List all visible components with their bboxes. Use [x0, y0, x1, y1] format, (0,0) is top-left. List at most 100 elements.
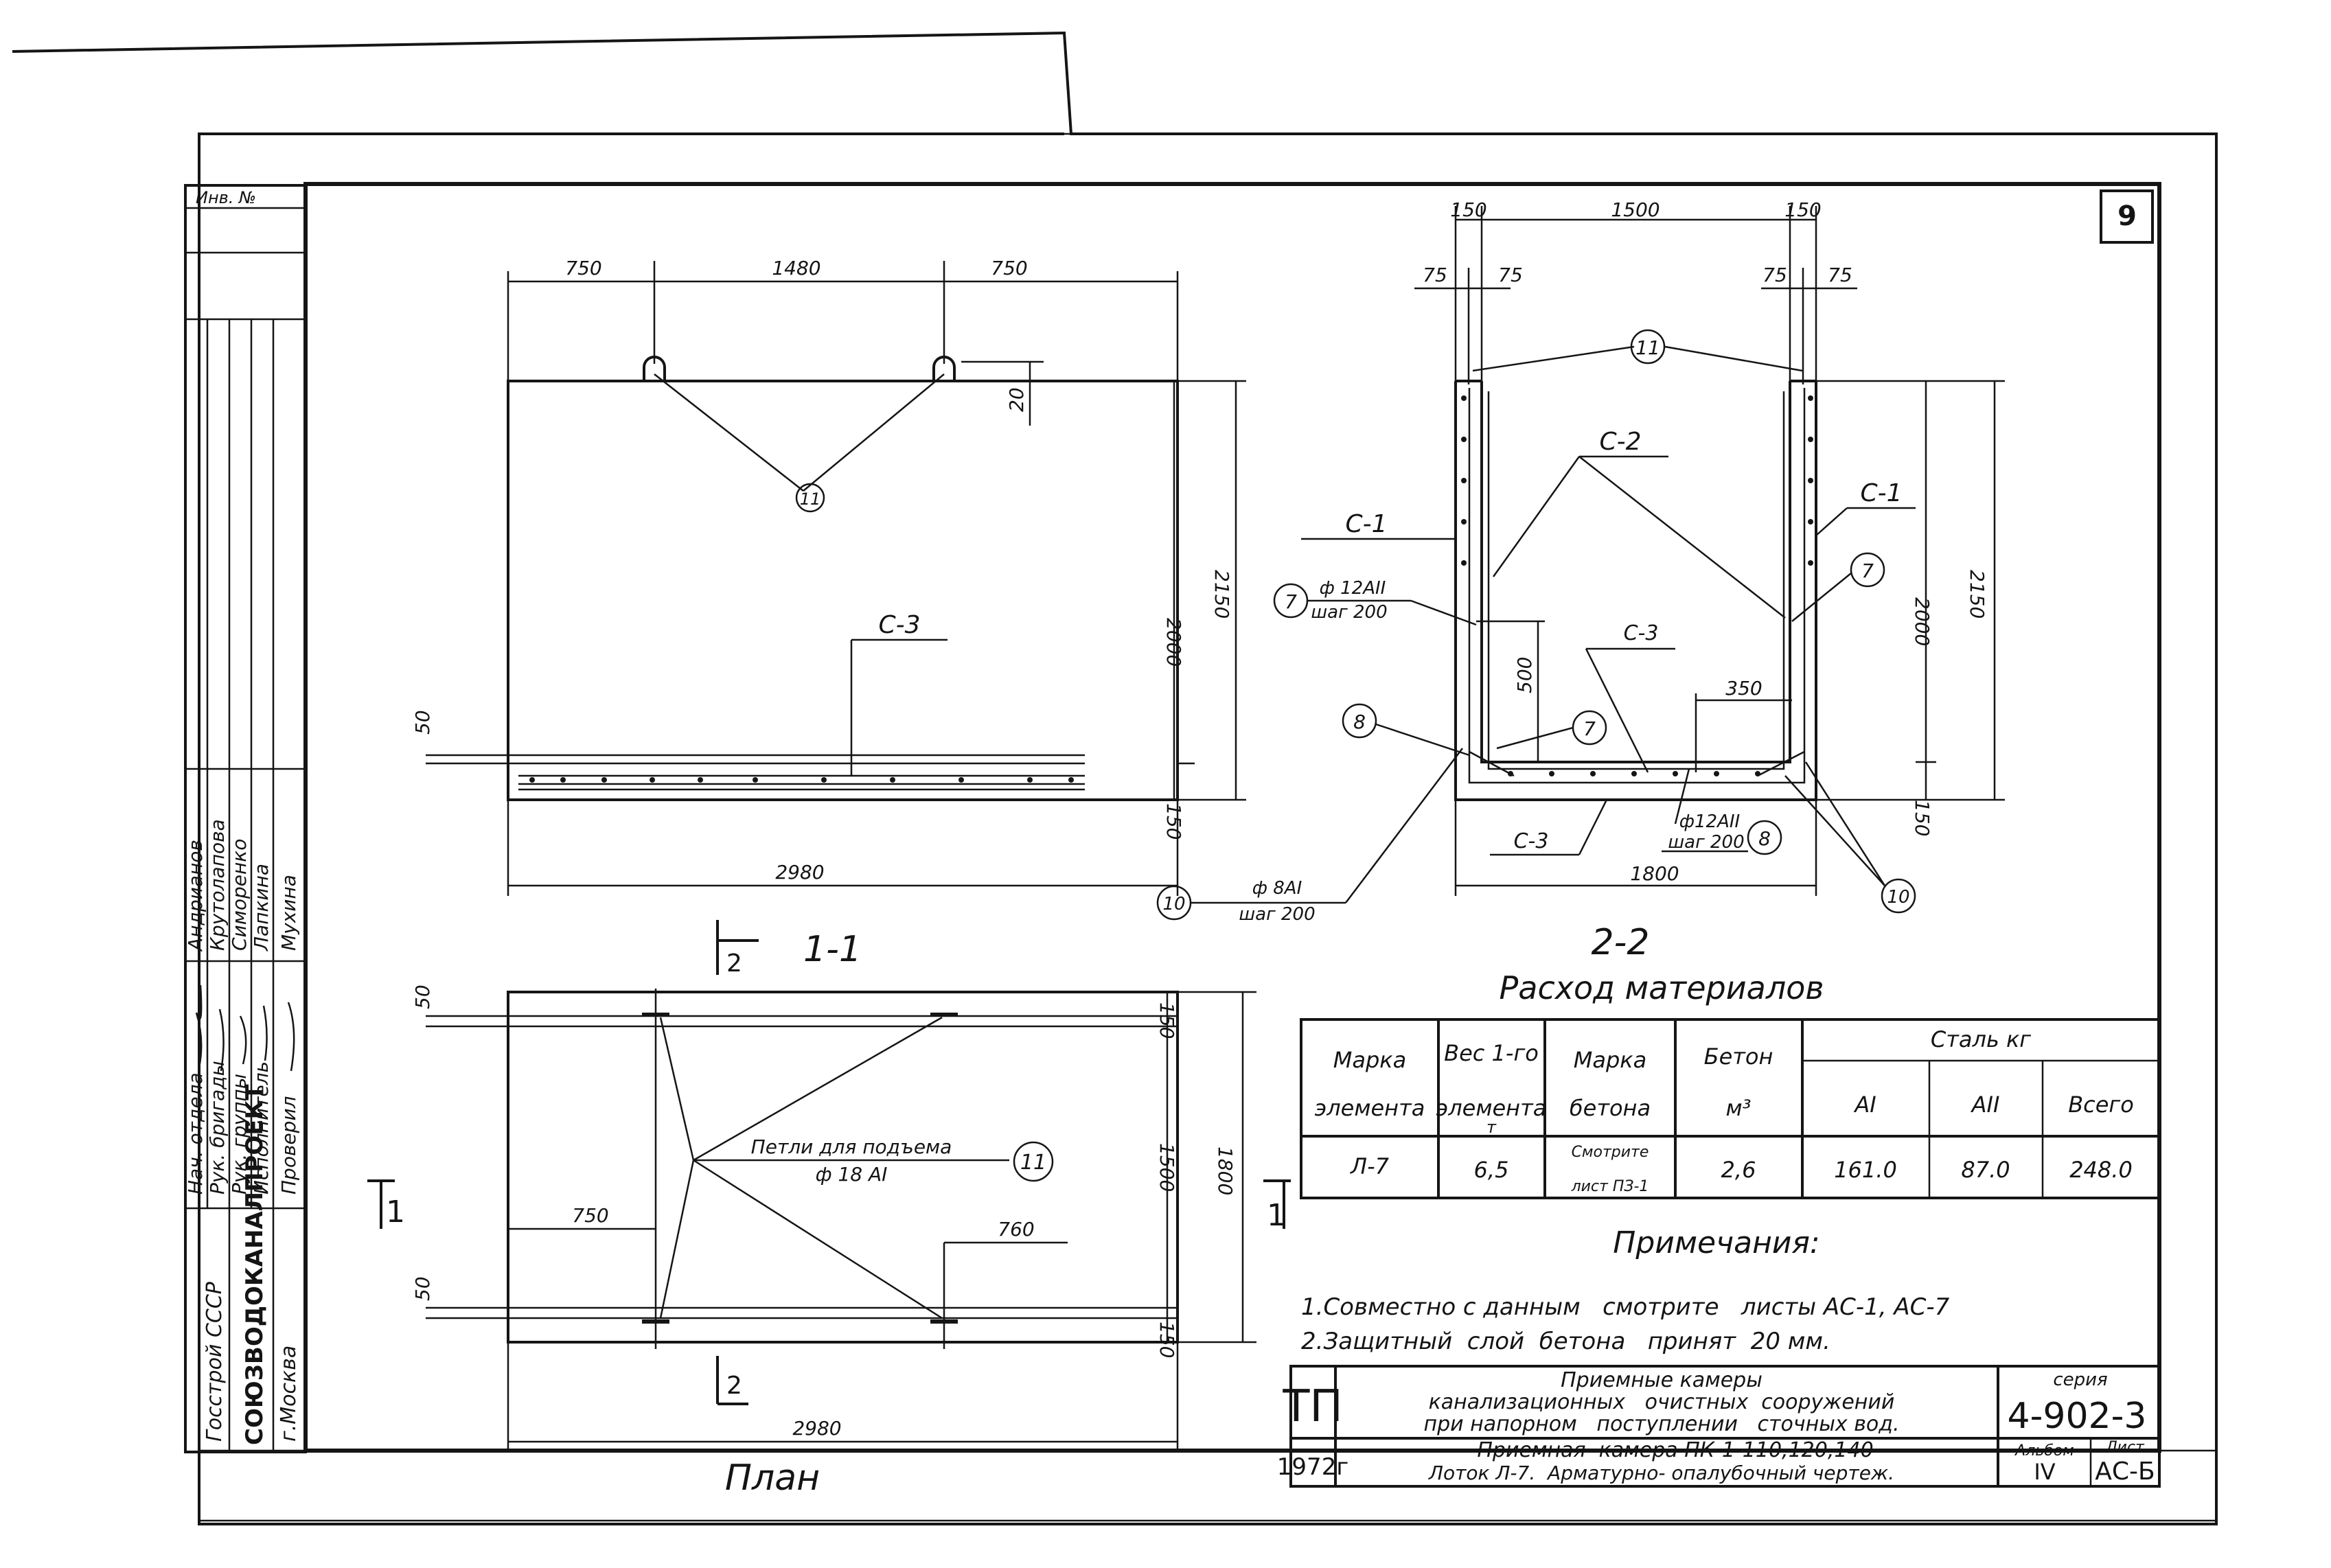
section-title-2-2: 2-2 [1592, 922, 1650, 963]
sheet-number-box: 9 [2100, 189, 2154, 244]
dim-2-2-sub-1: 75 [1423, 264, 1447, 286]
role-2: Рук. бригады [206, 1061, 229, 1195]
sheet-number: 9 [2117, 200, 2137, 232]
dim-plan-right-1: 150 [1156, 1002, 1178, 1039]
dim-plan-right-2: 1500 [1156, 1143, 1178, 1192]
circle-11-2-2-label: 11 [1635, 336, 1660, 359]
note-2: 2.Защитный слой бетона принят 20 мм. [1301, 1328, 1830, 1355]
sheet-line-1: Приемная камера ПК-1-110,120,140 [1477, 1438, 1873, 1462]
circle-8-left-label: 8 [1353, 711, 1366, 733]
dim-plan-total: 1800 [1214, 1146, 1237, 1195]
role-5: Проверил [277, 1096, 300, 1195]
marker-1-right: 1 [1267, 1198, 1286, 1233]
c1-left: С-1 [1345, 510, 1387, 538]
dim-2-2-sub-4: 75 [1828, 264, 1852, 286]
notes-block: Примечания: 1.Совместно с данным смотрит… [1301, 1225, 1950, 1355]
institute: СОЮЗВОДОКАНАЛПРОЕКТ [241, 1084, 268, 1445]
dim-plan-50-bottom: 50 [411, 1276, 434, 1301]
circle-8-right [1747, 820, 1782, 855]
dim-top-1: 750 [565, 257, 601, 279]
hdr-conc-mark-2: бетона [1570, 1095, 1651, 1121]
circle-10-right-label: 10 [1887, 887, 1909, 908]
dim-2-2-right-2: 2150 [1966, 570, 1988, 619]
row-conc-mark-1: Смотрите [1572, 1144, 1649, 1161]
circle-7-right-label: 7 [1861, 560, 1874, 582]
dim-width-plan: 2980 [792, 1417, 841, 1440]
dim-2-2-sub-2: 75 [1498, 264, 1523, 286]
sheet-label: Лист [2105, 1439, 2145, 1456]
year: 1972г [1277, 1453, 1348, 1481]
plan-title: План [725, 1457, 820, 1499]
name-5: Мухина [277, 875, 300, 951]
hdr-conc-mark-1: Марка [1574, 1047, 1646, 1073]
plan-view: Петли для подъема ф 18 AI 11 750 760 50 … [367, 984, 1291, 1499]
album-value: IV [2034, 1459, 2055, 1485]
circle-7-mid-label: 7 [1583, 717, 1596, 740]
dim-right-2: 2150 [1210, 570, 1233, 619]
c1-right: С-1 [1860, 479, 1902, 507]
circle-7-right [1850, 552, 1885, 588]
hdr-total: Всего [2068, 1092, 2134, 1118]
marker-2-bottom: 2 [726, 1372, 742, 1400]
section-title-1-1: 1-1 [803, 929, 862, 970]
rebar-10-step: шаг 200 [1239, 904, 1315, 925]
dim-500: 500 [1513, 657, 1536, 693]
hdr-weight-2: элемента [1436, 1095, 1547, 1121]
sheet-value: АС-Б [2095, 1457, 2155, 1486]
notes-title: Примечания: [1613, 1225, 1820, 1260]
hdr-ai: AI [1853, 1092, 1876, 1118]
dim-2-2-top-1: 150 [1450, 198, 1486, 221]
circle-7-left-label: 7 [1285, 590, 1297, 613]
title-block: ТП 1972г Приемные камеры канализационных… [1277, 1365, 2161, 1488]
name-4: Лапкина [250, 864, 273, 952]
loops-rebar: ф 18 AI [816, 1163, 888, 1186]
c3-mid: С-3 [1624, 621, 1659, 645]
rebar-dots-2-2 [1461, 395, 1813, 776]
dim-plan-right-3: 150 [1156, 1322, 1178, 1358]
name-1: Андрианов [184, 840, 207, 952]
tp-logo: ТП [1282, 1381, 1342, 1432]
dim-width-2-2: 1800 [1630, 862, 1679, 885]
role-1: Нач. отдела [184, 1072, 207, 1195]
row-concrete: 2,6 [1721, 1157, 1756, 1183]
series-label: серия [2053, 1370, 2107, 1390]
row-ai: 161.0 [1834, 1157, 1897, 1183]
role-4: Исполнитель [250, 1061, 273, 1195]
loops-label: Петли для подъема [751, 1135, 952, 1158]
album-label: Альбом [2014, 1442, 2074, 1460]
dim-small-50: 50 [411, 710, 434, 735]
dim-top-3: 750 [991, 257, 1027, 279]
hdr-concrete: Бетон [1704, 1044, 1773, 1070]
circle-11-2-2 [1630, 329, 1666, 365]
circle-11-plan [1013, 1141, 1054, 1182]
project-line-1: Приемные камеры [1561, 1368, 1762, 1392]
rebar-8-label: ф12AII [1679, 811, 1740, 832]
hdr-mark-1: Марка [1333, 1047, 1406, 1073]
row-conc-mark-2: лист ПЗ-1 [1571, 1178, 1649, 1195]
row-weight: 6,5 [1474, 1157, 1509, 1183]
dim-760: 760 [998, 1218, 1034, 1241]
section-2-2: 150 1500 150 75 75 75 75 11 2000 2150 15… [1156, 198, 2005, 963]
dim-2-2-top-3: 150 [1784, 198, 1821, 221]
dim-top-2: 1480 [772, 257, 820, 279]
circle-11-plan-label: 11 [1020, 1151, 1046, 1175]
marker-1-left: 1 [386, 1195, 405, 1230]
name-3: Симоренко [228, 839, 251, 951]
section-marker-1-1: 2 [726, 949, 742, 978]
project-line-2: канализационных очистных сооружений [1429, 1390, 1895, 1414]
dim-width-1-1: 2980 [775, 861, 824, 884]
series-value: 4-902-3 [2008, 1396, 2147, 1437]
hdr-weight-1: Вес 1-го [1444, 1040, 1539, 1066]
circle-8-left [1342, 703, 1377, 739]
dim-2-2-sub-3: 75 [1762, 264, 1787, 286]
row-aii: 87.0 [1961, 1157, 2010, 1183]
dim-plan-50-top: 50 [411, 984, 434, 1009]
dim-2-2-right-3: 150 [1911, 800, 1933, 836]
circle-11-1-1 [795, 483, 825, 513]
left-stamp: Инв. № Нач. отдела Рук. бригады Рук. гру… [184, 184, 307, 1453]
dim-750: 750 [572, 1204, 608, 1227]
callout-11-1-1: 11 [800, 489, 821, 509]
hdr-mark-2: элемента [1315, 1095, 1425, 1121]
sheet-line-2: Лоток Л-7. Арматурно- опалубочный чертеж… [1428, 1462, 1894, 1484]
